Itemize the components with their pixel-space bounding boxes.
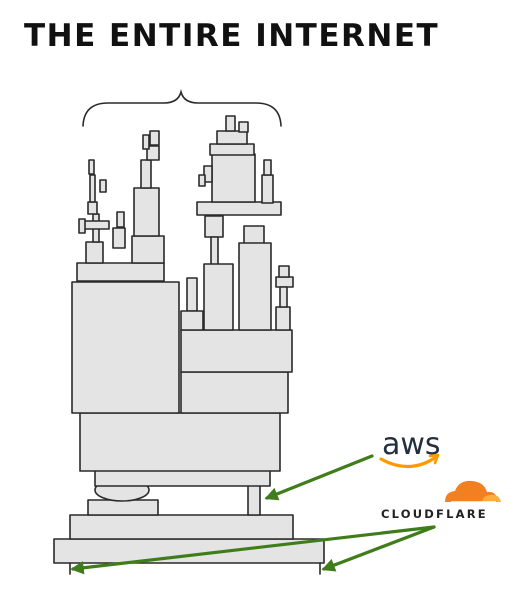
wide-base-block (94, 469, 271, 487)
upper-right-col (261, 174, 274, 204)
left-cup-a (85, 241, 104, 264)
upper-right-col-top (263, 159, 272, 176)
cloudflare-logo: CLOUDFLARE (381, 480, 501, 521)
base-slab (53, 538, 325, 564)
page-title: THE ENTIRE INTERNET (24, 18, 440, 54)
left-small-blk (112, 227, 126, 249)
right-mid-block (180, 371, 289, 414)
upper-top-a (216, 130, 248, 145)
left-spindle-side (99, 179, 107, 193)
upper-top-c (238, 121, 249, 133)
left-spindle-cap (82, 220, 110, 230)
left-tall-block (71, 281, 180, 414)
left-spindle-mast-top (88, 159, 95, 175)
left-small-left (78, 218, 86, 234)
upper-side-stub-2 (198, 174, 206, 187)
ledge-top (196, 201, 282, 216)
cloudflare-arrow-right (321, 525, 436, 572)
small-slab (87, 499, 159, 516)
cloudflare-logo-text: CLOUDFLARE (381, 507, 488, 521)
left-col-a-top (149, 130, 160, 146)
lower-slab (69, 514, 294, 540)
right-pillar-cap (275, 276, 294, 288)
aws-smile-arrow (428, 453, 440, 465)
upper-side-stub (203, 165, 213, 183)
left-col-a-neck (140, 159, 152, 189)
center-pillar-neck (210, 236, 219, 266)
left-col-a-cap (146, 145, 160, 161)
tall-pillar (238, 242, 272, 331)
small-pillar (186, 277, 198, 312)
upper-box-cap (209, 143, 255, 156)
left-spindle-top (87, 201, 98, 215)
cloudflare-cloud-icon (445, 480, 501, 503)
lower-wide-block (79, 412, 281, 472)
curly-brace (82, 88, 282, 127)
center-pillar (203, 263, 234, 331)
left-small-top (116, 211, 125, 228)
right-pillar (275, 306, 291, 331)
left-shoulder (76, 262, 165, 282)
aws-logo: aws (379, 427, 441, 469)
center-pillar-cap (204, 215, 224, 238)
thin-pillar (247, 481, 261, 516)
upper-box (211, 153, 256, 203)
cloudflare-arrow-left (70, 525, 436, 575)
upper-top-b (225, 115, 236, 132)
left-col-a-top-stub (142, 134, 150, 150)
right-pillar-top (278, 265, 290, 278)
right-pillar-neck (279, 286, 288, 308)
tall-pillar-cap (243, 225, 265, 245)
left-cup-b (131, 235, 165, 264)
small-pillar-base (180, 310, 204, 331)
right-upper-block (180, 329, 293, 373)
aws-smile-icon (379, 455, 438, 469)
left-col-a (133, 187, 160, 237)
aws-arrow (264, 454, 374, 501)
left-spindle-mast (89, 174, 96, 203)
